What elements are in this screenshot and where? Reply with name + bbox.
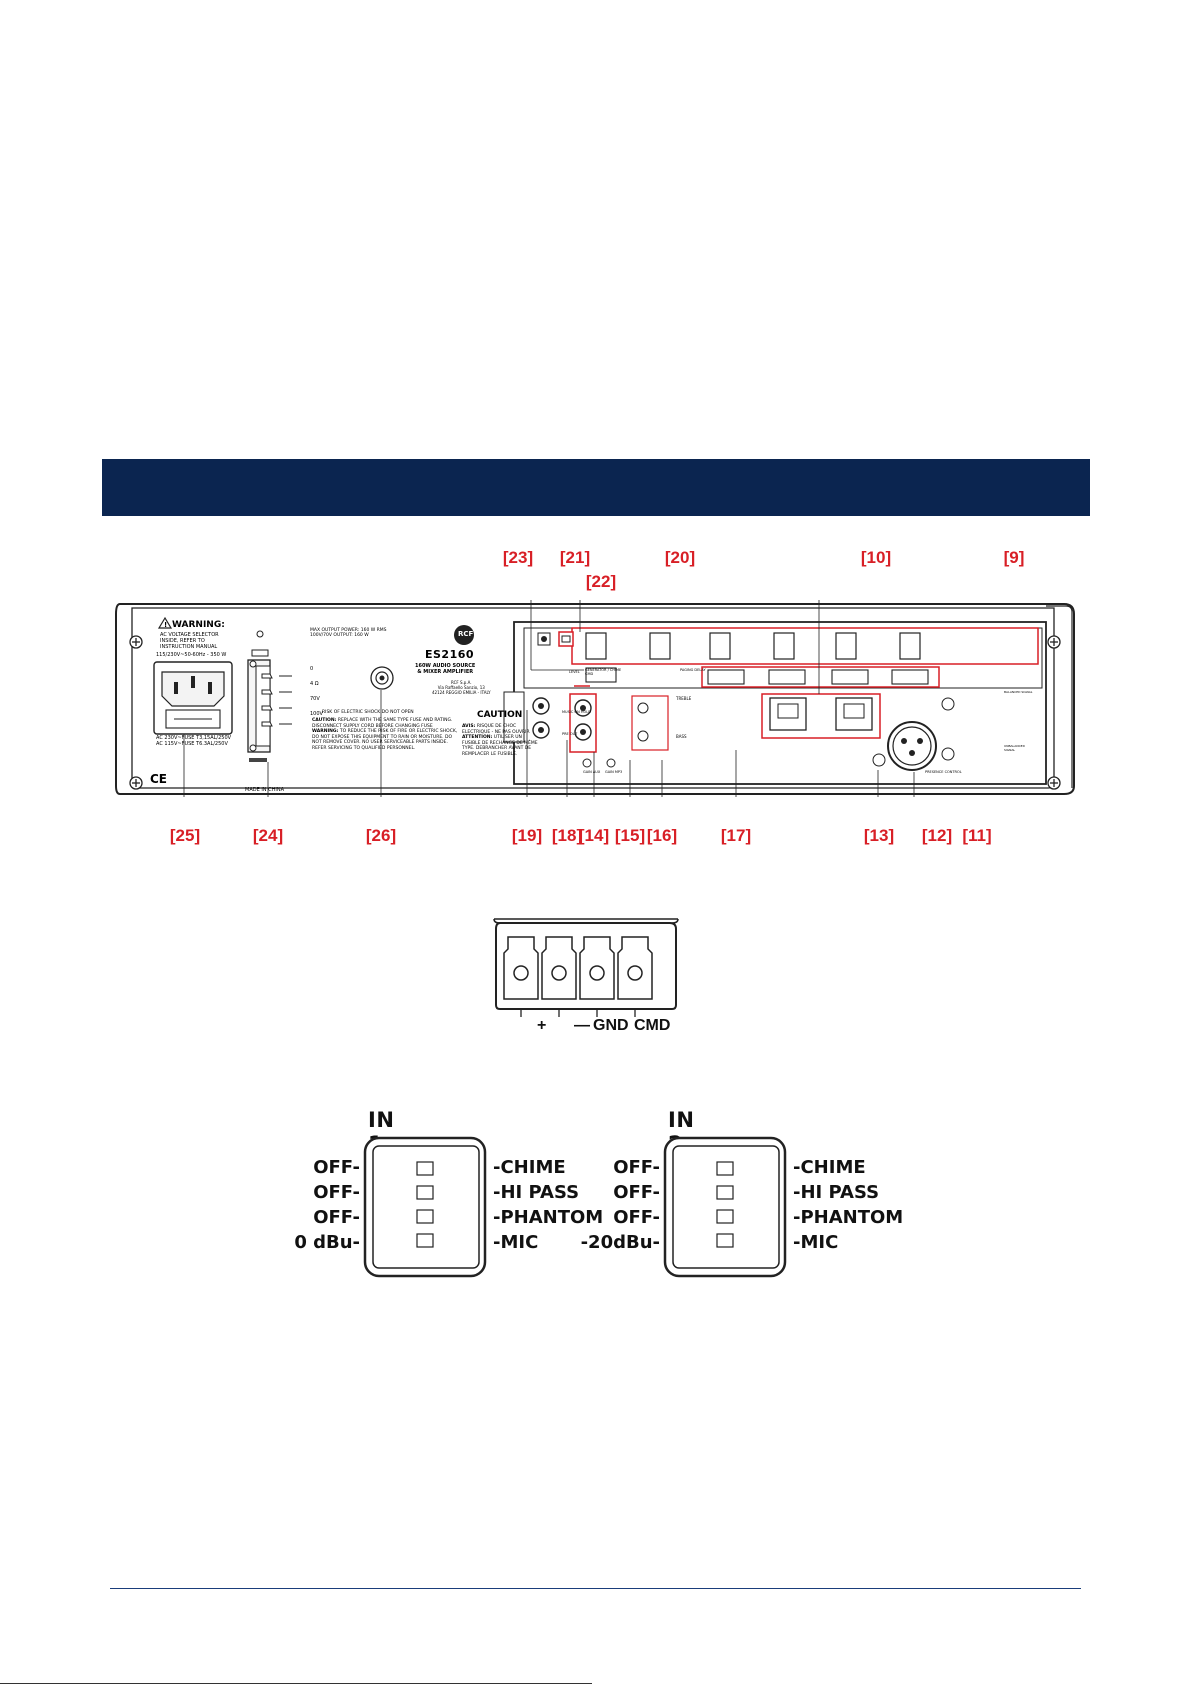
panel-warning-title: WARNING:	[172, 620, 225, 630]
caution-en: CAUTION: REPLACE WITH THE SAME TYPE FUSE…	[312, 718, 458, 751]
ce-mark: CE	[150, 772, 168, 786]
callout-22: [22]	[585, 572, 617, 591]
dip-in234-switch	[663, 1136, 787, 1278]
balanced-label: BALANCED SIGNAL	[1004, 690, 1033, 694]
callout-bottom-9: [13]	[863, 826, 895, 845]
callout-top-3: [10]	[860, 548, 892, 567]
callout-bottom-11: [11]	[962, 826, 992, 845]
command-terminal-diagram: + — GND CMD	[492, 917, 682, 1037]
model-subtitle: 160W AUDIO SOURCE& MIXER AMPLIFIER	[415, 663, 476, 675]
paging-label: PAGING DELAY	[680, 668, 706, 672]
caution-heading: CAUTION	[477, 710, 523, 720]
avis-fr: AVIS: RISQUE DE CHOC ELECTRIQUE - NE PAS…	[462, 724, 538, 757]
callout-bottom-4: [18]	[551, 826, 583, 845]
generator-label: GENERATOR / CHIME CMD	[585, 668, 622, 676]
callout-bottom-10: [12]	[921, 826, 953, 845]
bass-label: BASS	[676, 734, 687, 739]
callout-bottom-1: [24]	[252, 826, 284, 845]
music-on-hold-label: MUSIC ON HOLD	[562, 710, 591, 714]
dip-in234-left-labels: OFF-OFF-OFF--20dBu-	[580, 1157, 660, 1253]
callout-top-1: [21]	[559, 548, 591, 567]
svg-text:!: !	[164, 621, 167, 629]
gain-aux-label: GAIN AUX	[583, 770, 601, 774]
shock-note: RISK OF ELECTRIC SHOCK DO NOT OPEN	[322, 710, 414, 715]
screw-icon	[129, 635, 1061, 790]
brand-logo: RCF	[458, 630, 474, 638]
dip-in234-right-labels: -CHIME-HI PASS-PHANTOM-MIC	[793, 1157, 904, 1253]
dip-in1-left-labels: OFF-OFF-OFF-0 dBu-	[294, 1157, 360, 1253]
dip-in1-right-labels: -CHIME-HI PASS-PHANTOM-MIC	[493, 1157, 604, 1253]
footer-rule	[110, 1588, 1081, 1589]
level-label: LEVEL	[569, 670, 580, 674]
callout-bottom-2: [26]	[365, 826, 397, 845]
treble-label: TREBLE	[676, 696, 692, 701]
callout-top-0: [23]	[502, 548, 534, 567]
callout-bottom-6: [15]	[614, 826, 646, 845]
bottom-rule	[0, 1683, 592, 1684]
callout-bottom-7: [16]	[646, 826, 678, 845]
unbalanced-label: UNBALANCED SIGNAL	[1004, 744, 1025, 752]
pre-out-label: PRE OUT	[562, 732, 578, 736]
presence-control-label: PRESENCE CONTROL	[925, 770, 962, 774]
section-title-bar	[102, 459, 1090, 516]
model-name: ES2160	[425, 648, 475, 661]
callout-top-2: [20]	[664, 548, 696, 567]
rear-panel-drawing: !	[115, 600, 1075, 797]
terminal-plus-label: +	[537, 1017, 547, 1034]
callout-top-4: [9]	[1003, 548, 1025, 567]
callout-bottom-8: [17]	[720, 826, 752, 845]
terminal-block-drawing	[493, 918, 679, 1017]
gain-mp3-label: GAIN MP3	[605, 770, 623, 774]
dip-in1-switch	[363, 1136, 487, 1278]
callout-bottom-0: [25]	[169, 826, 201, 845]
panel-voltage-rating: 115/230V~50-60Hz - 350 W	[156, 652, 227, 658]
callout-bottom-3: [19]	[511, 826, 543, 845]
terminal-gnd-label: GND	[593, 1017, 629, 1034]
terminal-minus-label: —	[574, 1017, 590, 1034]
panel-made-in: MADE IN CHINA	[245, 787, 285, 793]
terminal-cmd-label: CMD	[634, 1017, 671, 1034]
callout-bottom-5: [14]	[578, 826, 610, 845]
